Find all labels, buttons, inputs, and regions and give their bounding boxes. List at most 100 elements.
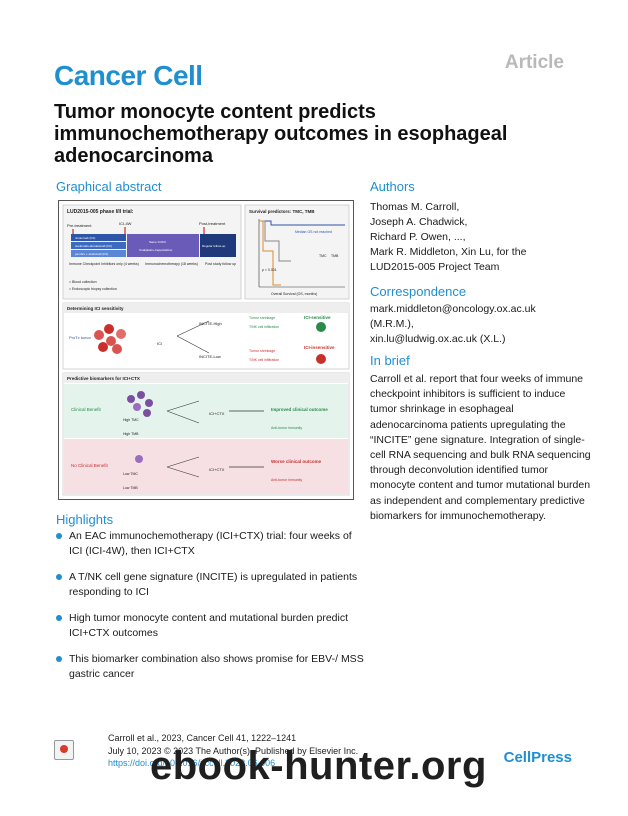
bullet-icon (56, 574, 62, 580)
highlight-text: This biomarker combination also shows pr… (69, 653, 364, 680)
email-link[interactable]: mark.middleton@oncology.ox.ac.uk (370, 303, 536, 315)
cap-immunochemo: Immunochemotherapy (18 weeks) (145, 262, 198, 266)
author-line: Mark R. Middleton, Xin Lu, for the (370, 246, 527, 258)
highlight-item: High tumor monocyte content and mutation… (56, 611, 366, 640)
citation-block: Carroll et al., 2023, Cancer Cell 41, 12… (108, 732, 358, 770)
high-tmc-label: High TMC (123, 418, 139, 422)
regular-follow-label: Regular follow-up (202, 244, 226, 248)
no-benefit-band (64, 439, 348, 494)
highlight-text: High tumor monocyte content and mutation… (69, 612, 348, 639)
pvalue-label: p < 0.001 (262, 268, 277, 272)
bullet-icon (56, 533, 62, 539)
ici-sensitive-label: ICI-sensitive (304, 315, 331, 320)
branch-lines (176, 320, 210, 354)
protx-label: ProTx tumor (69, 335, 92, 340)
survival-xlabel: Overall Survival (OS, months) (271, 292, 317, 296)
regular-follow-bar (200, 234, 236, 257)
survival-title: Survival predictors: TMC, TMB (249, 209, 315, 214)
worse-outcome-label: Worse clinical outcome (271, 459, 322, 464)
ici-row-3: pembro + avelumab (ICI) (75, 252, 108, 256)
graphical-abstract-heading: Graphical abstract (56, 179, 162, 194)
anti-tumor-up-label: Anti-tumor immunity (271, 426, 302, 430)
correspondence-line: (M.R.M.), (370, 318, 414, 330)
email-link[interactable]: xin.lu@ludwig.ox.ac.uk (X.L.) (370, 333, 506, 345)
tumor-cell-5 (98, 342, 108, 352)
ici-antibody-label: ICI (157, 341, 162, 346)
improved-outcome-label: Improved clinical outcome (271, 407, 328, 412)
ici-bar-2 (71, 242, 126, 249)
ici-section-title: Determining ICI sensitivity (67, 306, 124, 311)
tumor-cell-1 (94, 330, 104, 340)
clinical-benefit-label: Clinical Benefit (71, 407, 102, 412)
chemo-bar (127, 234, 199, 257)
survival-panel (244, 204, 350, 300)
ici-bar-1 (71, 234, 126, 241)
article-tag: Article (504, 52, 564, 73)
median-os-label: Median OS not reached (295, 230, 332, 234)
tmc-label: TMC (319, 254, 327, 258)
citation-line: Carroll et al., 2023, Cancer Cell 41, 12… (108, 733, 297, 743)
highlight-text: An EAC immunochemotherapy (ICI+CTX) tria… (69, 530, 352, 557)
tumor-cell-6 (112, 344, 122, 354)
tumor-cell-2 (104, 324, 114, 334)
ici4w-label: ICI-4W (119, 221, 132, 226)
author-line: Joseph A. Chadwick, (370, 216, 468, 228)
doi-link[interactable]: https://doi.org/10.1016/j.ccell.2023.06.… (108, 758, 276, 768)
correspondence-block: mark.middleton@oncology.ox.ac.uk (M.R.M.… (370, 302, 536, 347)
km-curve-low-low (259, 220, 281, 286)
tmb-label: TMB (331, 254, 339, 258)
ici-ctx-label-bottom: ICI+CTX (209, 467, 225, 472)
cross-icon (316, 354, 326, 364)
in-brief-text: Carroll et al. report that four weeks of… (370, 373, 591, 522)
ici-row-2: avelumab+durvalumab (ICI) (75, 244, 112, 248)
legend-blood: = Blood collection (69, 280, 97, 284)
correspondence-heading: Correspondence (370, 284, 467, 299)
authors-list: Thomas M. Carroll, Joseph A. Chadwick, R… (370, 200, 585, 275)
post-treatment-label: Post-treatment (199, 221, 226, 226)
highlight-text: A T/NK cell gene signature (INCITE) is u… (69, 571, 358, 598)
biomarker-title: Predictive biomarkers for ICI+CTX (67, 376, 140, 381)
highlight-item: A T/NK cell gene signature (INCITE) is u… (56, 570, 366, 599)
highlights-heading: Highlights (56, 512, 114, 527)
watermark: ebook-hunter.org (150, 744, 487, 788)
ici-ctx-label-top: ICI+CTX (209, 411, 225, 416)
cellpress-logo[interactable]: CellPress (503, 749, 572, 766)
km-curve-mixed (259, 220, 291, 262)
check-for-updates-icon[interactable] (54, 740, 74, 760)
ici-sensitivity-panel (62, 302, 350, 370)
no-clinical-benefit-label: No Clinical Benefit (71, 463, 109, 468)
tnk-up-label: T/NK cell infiltration (249, 325, 279, 329)
ici-insensitive-label: ICI-insensitive (304, 345, 335, 350)
shrink-up-label: Tumor shrinkage (249, 316, 275, 320)
legend-biopsy: = Endoscopic biopsy collection (69, 287, 117, 291)
check-icon (316, 322, 326, 332)
ici-row-1: nivolumab (ICI) (75, 236, 95, 240)
author-line: LUD2015-005 Project Team (370, 261, 500, 273)
tumor-cell-3 (106, 336, 116, 346)
trial-title: LUD2015-005 phase I/II trial: (67, 209, 134, 215)
highlights-list: An EAC immunochemotherapy (ICI+CTX) tria… (56, 529, 366, 693)
low-tmc-label: Low TMC (123, 472, 138, 476)
journal-logo[interactable]: Cancer Cell (54, 60, 203, 91)
article-title: Tumor monocyte content predicts immunoch… (54, 101, 508, 167)
shrink-down-label: Tumor shrinkage (249, 349, 275, 353)
graphical-abstract-svg: LUD2015-005 phase I/II trial: Pre-treatm… (62, 204, 350, 496)
same-ici-label: Same ICI/ICI (149, 240, 166, 244)
high-tmb-label: High TMB (123, 432, 139, 436)
highlight-item: This biomarker combination also shows pr… (56, 652, 366, 681)
incite-low-label: INCITE-Low (199, 354, 221, 359)
citation-line: July 10, 2023 © 2023 The Author(s). Publ… (108, 745, 359, 756)
authors-heading: Authors (370, 179, 415, 194)
bullet-icon (56, 615, 62, 621)
pre-treatment-label: Pre-treatment (67, 223, 92, 228)
cap-ici-only: Immune Checkpoint Inhibitors only (4 wee… (69, 262, 139, 266)
tumor-cell-4 (116, 329, 126, 339)
in-brief-heading: In brief (370, 353, 410, 368)
bullet-icon (56, 656, 62, 662)
chemo-label: Oxaliplatin+Capecitabine (139, 248, 173, 252)
cap-post-study: Post study follow up (205, 262, 236, 266)
author-line: Thomas M. Carroll, (370, 201, 460, 213)
graphical-abstract-figure: LUD2015-005 phase I/II trial: Pre-treatm… (58, 200, 354, 500)
anti-tumor-down-label: Anti-tumor immunity (271, 478, 302, 482)
incite-high-label: INCITE-High (199, 321, 222, 326)
